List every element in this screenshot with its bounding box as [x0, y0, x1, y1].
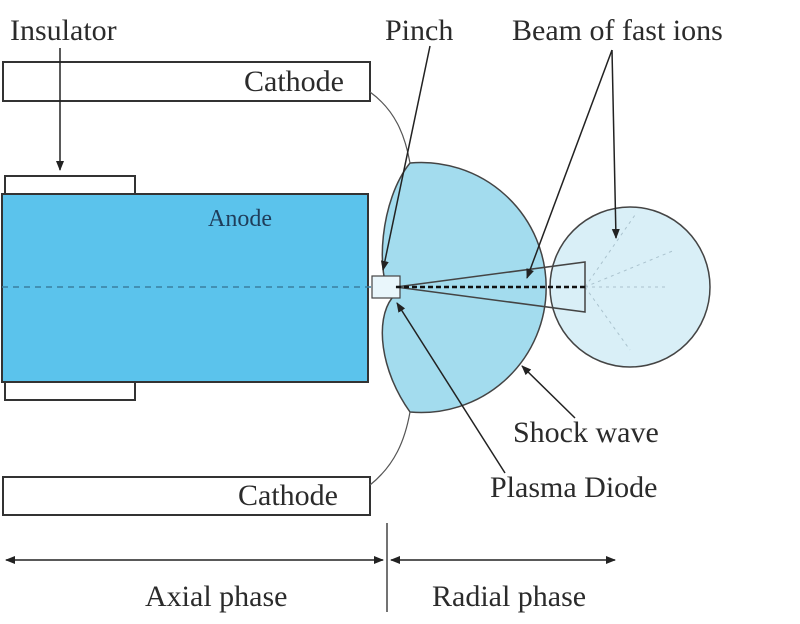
current-sheath-top	[369, 91, 411, 164]
pinch-label: Pinch	[385, 14, 453, 47]
plasma-diode-label: Plasma Diode	[490, 471, 657, 504]
current-sheath-bottom	[369, 411, 411, 486]
pinch-column	[371, 275, 401, 299]
beam-label: Beam of fast ions	[512, 14, 723, 47]
cathode-bottom-label: Cathode	[238, 479, 338, 512]
anode-label: Anode	[208, 206, 272, 232]
cathode-top-label: Cathode	[244, 65, 344, 98]
radial-phase-label: Radial phase	[432, 580, 586, 613]
insulator-top	[4, 175, 136, 195]
shock-wave-label: Shock wave	[513, 416, 659, 449]
axial-phase-label: Axial phase	[145, 580, 287, 613]
cathode-top	[2, 61, 371, 102]
beam-rays	[584, 214, 676, 351]
insulator-label: Insulator	[10, 14, 117, 47]
anode	[1, 193, 369, 383]
pointer-arrows	[56, 45, 620, 474]
cathode-bottom	[2, 476, 371, 516]
insulator-bottom	[4, 381, 136, 401]
